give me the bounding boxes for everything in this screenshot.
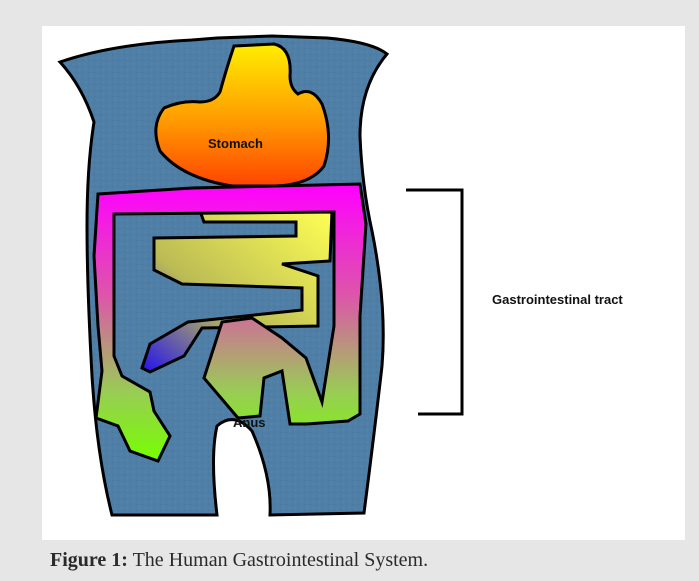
figure-panel: Stomach Gastrointestinal tract Anus [42,26,685,540]
tract-label: Gastrointestinal tract [492,292,623,307]
caption-text: The Human Gastrointestinal System. [133,549,429,571]
stomach-label: Stomach [208,136,263,151]
tract-bracket [406,190,462,414]
figure-caption: Figure 1: The Human Gastrointestinal Sys… [50,549,428,572]
caption-label: Figure 1: [50,549,128,571]
gastrointestinal-diagram: Stomach Gastrointestinal tract Anus [42,26,685,540]
anus-label: Anus [233,415,266,430]
